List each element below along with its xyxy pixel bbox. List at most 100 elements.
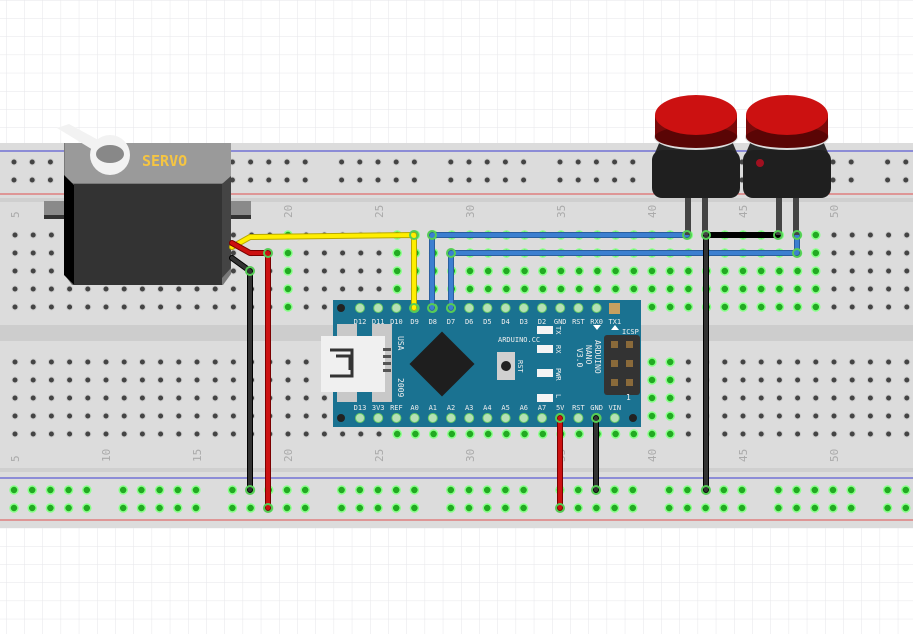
- breadboard-hole[interactable]: [339, 430, 347, 438]
- breadboard-hole[interactable]: [665, 266, 675, 276]
- breadboard-hole[interactable]: [193, 376, 201, 384]
- breadboard-hole[interactable]: [885, 267, 893, 275]
- breadboard-hole[interactable]: [302, 267, 310, 275]
- pin-3v3[interactable]: [373, 413, 384, 423]
- breadboard-hole[interactable]: [175, 303, 183, 311]
- pin-d13[interactable]: [355, 413, 365, 423]
- breadboard-hole[interactable]: [229, 358, 237, 366]
- breadboard-hole[interactable]: [830, 376, 838, 384]
- breadboard-hole[interactable]: [721, 412, 729, 420]
- rail-hole[interactable]: [63, 485, 74, 495]
- rail-hole[interactable]: [902, 176, 910, 184]
- rail-hole[interactable]: [629, 176, 637, 184]
- breadboard-hole[interactable]: [175, 412, 183, 420]
- rail-hole[interactable]: [283, 176, 291, 184]
- rail-hole[interactable]: [447, 176, 455, 184]
- breadboard-hole[interactable]: [138, 376, 146, 384]
- breadboard-hole[interactable]: [84, 303, 92, 311]
- breadboard-hole[interactable]: [193, 412, 201, 420]
- rail-hole[interactable]: [28, 158, 36, 166]
- breadboard-hole[interactable]: [320, 412, 328, 420]
- breadboard-hole[interactable]: [775, 430, 783, 438]
- breadboard-hole[interactable]: [757, 430, 765, 438]
- rail-hole[interactable]: [846, 503, 856, 513]
- breadboard-hole[interactable]: [519, 266, 530, 276]
- breadboard-hole[interactable]: [229, 285, 237, 293]
- rail-hole[interactable]: [501, 176, 509, 184]
- breadboard-hole[interactable]: [447, 429, 457, 439]
- breadboard-hole[interactable]: [848, 430, 856, 438]
- rail-hole[interactable]: [611, 176, 619, 184]
- rail-hole[interactable]: [773, 503, 784, 513]
- breadboard-hole[interactable]: [647, 284, 657, 294]
- breadboard-hole[interactable]: [120, 394, 128, 402]
- breadboard-hole[interactable]: [102, 430, 110, 438]
- rail-hole[interactable]: [356, 158, 364, 166]
- rail-hole[interactable]: [609, 503, 620, 513]
- breadboard-hole[interactable]: [47, 249, 55, 257]
- breadboard-hole[interactable]: [830, 358, 838, 366]
- rail-hole[interactable]: [847, 158, 855, 166]
- breadboard-hole[interactable]: [738, 302, 748, 312]
- breadboard-hole[interactable]: [229, 376, 237, 384]
- breadboard-hole[interactable]: [866, 267, 874, 275]
- breadboard-hole[interactable]: [157, 430, 165, 438]
- breadboard-hole[interactable]: [720, 266, 730, 276]
- rail-hole[interactable]: [573, 485, 583, 495]
- breadboard-hole[interactable]: [84, 285, 92, 293]
- breadboard-hole[interactable]: [29, 358, 37, 366]
- pin-d11[interactable]: [373, 303, 384, 313]
- rail-hole[interactable]: [300, 485, 310, 495]
- breadboard-hole[interactable]: [647, 393, 657, 403]
- breadboard-hole[interactable]: [647, 266, 657, 276]
- breadboard-hole[interactable]: [866, 394, 874, 402]
- breadboard-hole[interactable]: [739, 394, 747, 402]
- breadboard-hole[interactable]: [538, 284, 548, 294]
- pushbutton-1[interactable]: [652, 95, 740, 235]
- rail-hole[interactable]: [500, 503, 511, 513]
- breadboard-hole[interactable]: [519, 429, 530, 439]
- breadboard-hole[interactable]: [193, 358, 201, 366]
- breadboard-hole[interactable]: [357, 285, 365, 293]
- breadboard-hole[interactable]: [683, 266, 694, 276]
- breadboard-hole[interactable]: [885, 412, 893, 420]
- breadboard-hole[interactable]: [610, 284, 621, 294]
- breadboard-hole[interactable]: [175, 285, 183, 293]
- breadboard-hole[interactable]: [229, 430, 237, 438]
- rail-hole[interactable]: [592, 176, 600, 184]
- rail-hole[interactable]: [227, 485, 238, 495]
- breadboard-hole[interactable]: [138, 303, 146, 311]
- rail-hole[interactable]: [719, 503, 729, 513]
- wire-endpoint[interactable]: [555, 503, 565, 513]
- breadboard-hole[interactable]: [302, 412, 310, 420]
- rail-hole[interactable]: [664, 503, 674, 513]
- rail-hole[interactable]: [882, 485, 893, 495]
- rail-hole[interactable]: [282, 485, 292, 495]
- breadboard-hole[interactable]: [11, 358, 19, 366]
- breadboard-hole[interactable]: [739, 358, 747, 366]
- breadboard-hole[interactable]: [138, 358, 146, 366]
- rail-hole[interactable]: [283, 158, 291, 166]
- rail-hole[interactable]: [700, 503, 711, 513]
- breadboard-hole[interactable]: [483, 429, 493, 439]
- breadboard-hole[interactable]: [283, 248, 293, 258]
- pin-ref[interactable]: [391, 413, 402, 423]
- breadboard-hole[interactable]: [302, 285, 310, 293]
- breadboard-hole[interactable]: [665, 284, 675, 294]
- pin-a3[interactable]: [464, 413, 475, 423]
- breadboard-hole[interactable]: [157, 376, 165, 384]
- breadboard-hole[interactable]: [175, 394, 183, 402]
- rail-hole[interactable]: [611, 158, 619, 166]
- breadboard-hole[interactable]: [830, 231, 838, 239]
- rail-hole[interactable]: [265, 176, 273, 184]
- breadboard-hole[interactable]: [775, 412, 783, 420]
- rail-hole[interactable]: [118, 503, 128, 513]
- breadboard-hole[interactable]: [903, 394, 911, 402]
- rail-hole[interactable]: [556, 176, 564, 184]
- wire-endpoint[interactable]: [446, 248, 456, 258]
- pin-rst[interactable]: [573, 413, 584, 423]
- breadboard-hole[interactable]: [66, 303, 74, 311]
- breadboard-hole[interactable]: [29, 267, 37, 275]
- breadboard-hole[interactable]: [683, 284, 694, 294]
- breadboard-hole[interactable]: [592, 284, 603, 294]
